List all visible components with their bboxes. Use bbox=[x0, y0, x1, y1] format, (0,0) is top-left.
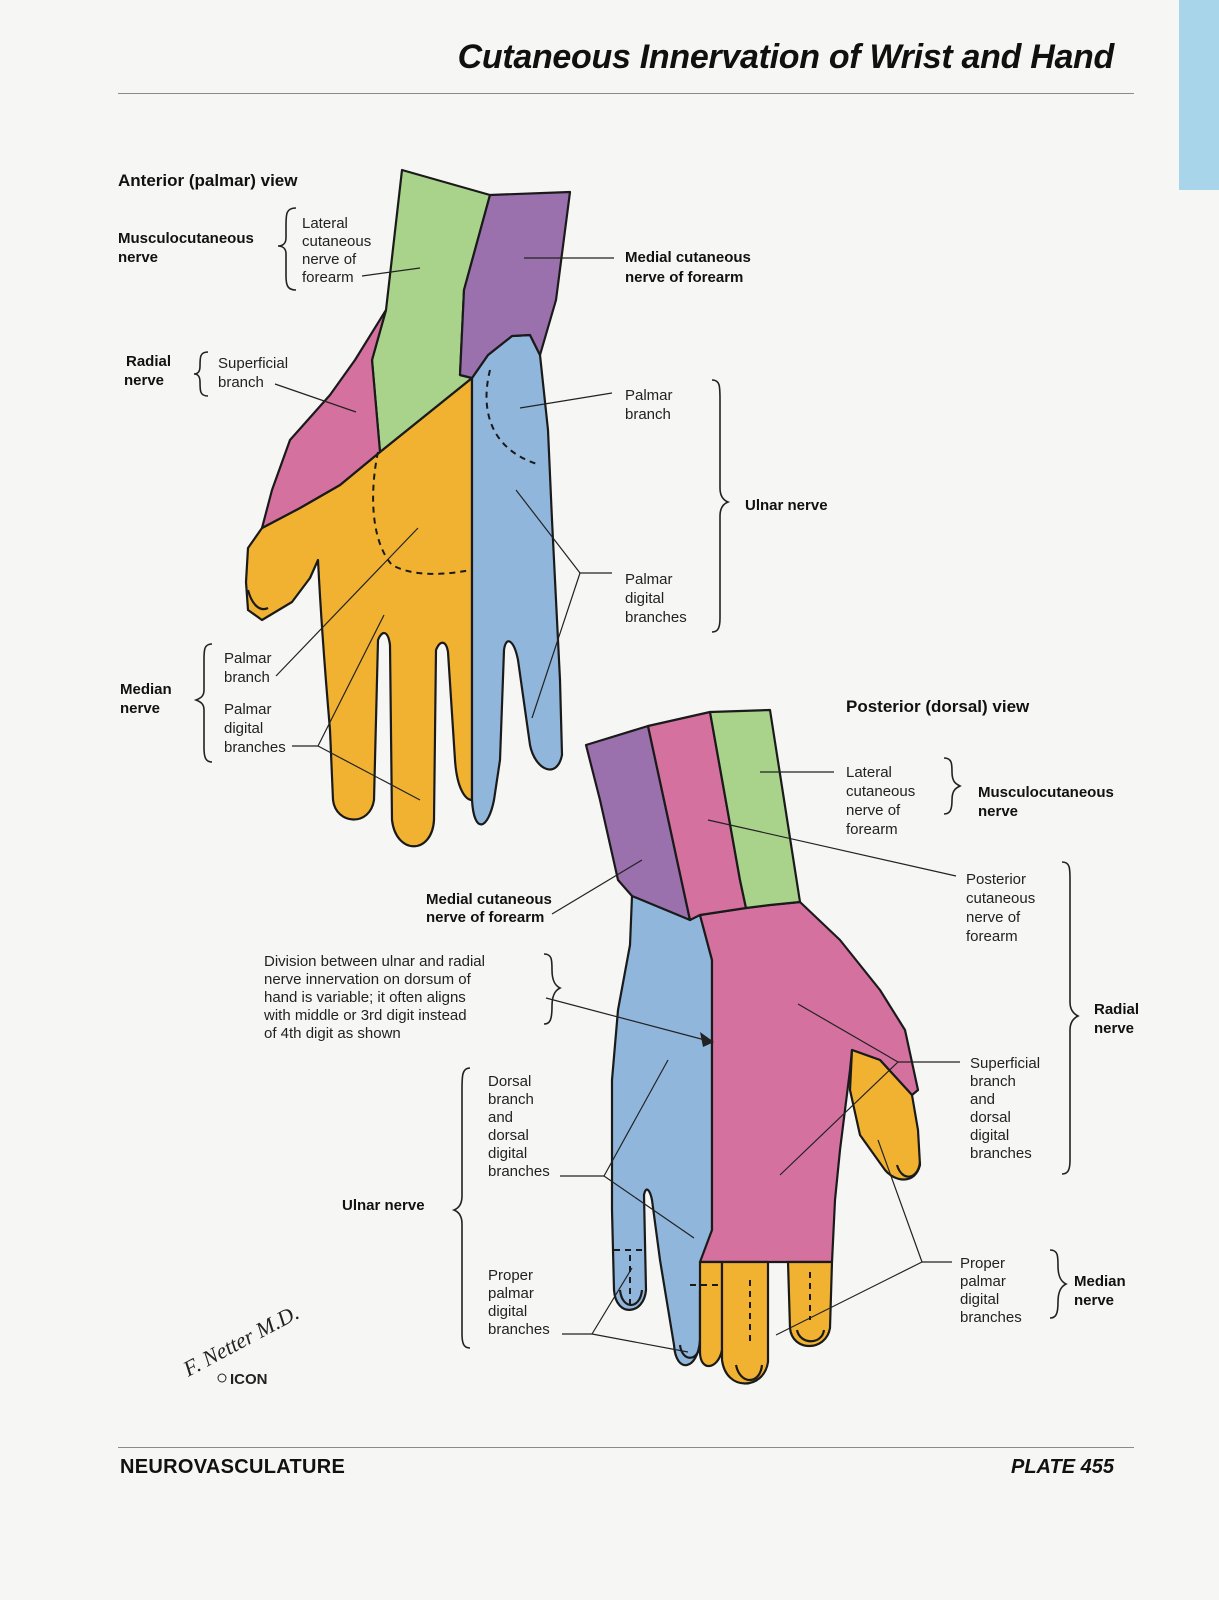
posterior-musculocutaneous-label-2: nerve bbox=[978, 803, 1018, 820]
logo-text: ICON bbox=[230, 1371, 268, 1388]
signature-text: F. Netter M.D. bbox=[178, 1299, 303, 1381]
posterior-superficial-1: Superficial bbox=[970, 1055, 1040, 1072]
header-rule bbox=[118, 93, 1134, 94]
anterior-ulnar-palmar-branch-2: branch bbox=[625, 406, 671, 423]
posterior-ulnar-nerve-label: Ulnar nerve bbox=[342, 1197, 425, 1214]
anterior-median-label-2: nerve bbox=[120, 700, 160, 717]
posterior-median-finger-2 bbox=[786, 1260, 834, 1348]
posterior-radial-label-1: Radial bbox=[1094, 1001, 1139, 1018]
posterior-dorsal-branch-4: dorsal bbox=[488, 1127, 529, 1144]
posterior-median-proper-1: Proper bbox=[960, 1255, 1005, 1272]
anterior-median-digital-1: Palmar bbox=[224, 701, 272, 718]
anterior-view-heading: Anterior (palmar) view bbox=[118, 171, 298, 190]
division-note-3: hand is variable; it often aligns bbox=[264, 989, 466, 1006]
posterior-cutaneous-3: nerve of bbox=[966, 909, 1021, 926]
posterior-ulnar-region bbox=[610, 894, 714, 1367]
anterior-median-region bbox=[244, 376, 474, 848]
footer-rule bbox=[118, 1447, 1134, 1448]
posterior-superficial-3: and bbox=[970, 1091, 995, 1108]
posterior-radial-label-2: nerve bbox=[1094, 1020, 1134, 1037]
plate-number: PLATE 455 bbox=[1011, 1456, 1114, 1478]
posterior-median-thumb bbox=[848, 1048, 922, 1181]
anterior-lateral-cutaneous-3: nerve of bbox=[302, 251, 357, 268]
anterior-medial-cutaneous-2: nerve of forearm bbox=[625, 269, 743, 286]
anterior-radial-label-2: nerve bbox=[124, 372, 164, 389]
posterior-hand bbox=[584, 708, 922, 1385]
leader-lines bbox=[274, 257, 960, 1353]
publisher-logo: ICON bbox=[217, 1371, 268, 1388]
posterior-ulnar-proper-2: palmar bbox=[488, 1285, 534, 1302]
posterior-median-proper-3: digital bbox=[960, 1291, 999, 1308]
posterior-superficial-6: branches bbox=[970, 1145, 1032, 1162]
posterior-cutaneous-2: cutaneous bbox=[966, 890, 1035, 907]
anterior-ulnar-palmar-branch-1: Palmar bbox=[625, 387, 673, 404]
posterior-ulnar-proper-4: branches bbox=[488, 1321, 550, 1338]
posterior-lateral-cutaneous-2: cutaneous bbox=[846, 783, 915, 800]
section-name: NEUROVASCULATURE bbox=[120, 1456, 346, 1478]
posterior-superficial-5: digital bbox=[970, 1127, 1009, 1144]
anterior-medial-cutaneous-region bbox=[458, 190, 572, 380]
posterior-median-finger-4 bbox=[698, 1260, 724, 1368]
anterior-lateral-cutaneous-1: Lateral bbox=[302, 215, 348, 232]
artist-signature: F. Netter M.D. bbox=[178, 1299, 303, 1381]
posterior-dorsal-branch-2: branch bbox=[488, 1091, 534, 1108]
anterior-lateral-cutaneous-2: cutaneous bbox=[302, 233, 371, 250]
posterior-median-proper-2: palmar bbox=[960, 1273, 1006, 1290]
anterior-median-digital-2: digital bbox=[224, 720, 263, 737]
anterior-hand bbox=[244, 168, 572, 848]
posterior-ulnar-proper-1: Proper bbox=[488, 1267, 533, 1284]
posterior-dorsal-branch-5: digital bbox=[488, 1145, 527, 1162]
posterior-median-label-1: Median bbox=[1074, 1273, 1126, 1290]
posterior-cutaneous-1: Posterior bbox=[966, 871, 1026, 888]
anterior-ulnar-digital-1: Palmar bbox=[625, 571, 673, 588]
posterior-musculocutaneous-label-1: Musculocutaneous bbox=[978, 784, 1114, 801]
posterior-dorsal-branch-6: branches bbox=[488, 1163, 550, 1180]
anterior-medial-cutaneous-1: Medial cutaneous bbox=[625, 249, 751, 266]
posterior-dorsal-branch-3: and bbox=[488, 1109, 513, 1126]
anterior-lateral-cutaneous-4: forearm bbox=[302, 269, 354, 286]
division-arrow-head bbox=[700, 1032, 714, 1047]
posterior-cutaneous-4: forearm bbox=[966, 928, 1018, 945]
anterior-median-palmar-branch-2: branch bbox=[224, 669, 270, 686]
division-note-4: with middle or 3rd digit instead bbox=[263, 1007, 467, 1024]
anterior-median-label-1: Median bbox=[120, 681, 172, 698]
posterior-medial-cutaneous-1: Medial cutaneous bbox=[426, 891, 552, 908]
anterior-superficial-branch-2: branch bbox=[218, 374, 264, 391]
posterior-ulnar-proper-3: digital bbox=[488, 1303, 527, 1320]
anterior-median-palmar-branch-1: Palmar bbox=[224, 650, 272, 667]
posterior-median-proper-4: branches bbox=[960, 1309, 1022, 1326]
posterior-lateral-cutaneous-4: forearm bbox=[846, 821, 898, 838]
posterior-superficial-2: branch bbox=[970, 1073, 1016, 1090]
anterior-median-digital-3: branches bbox=[224, 739, 286, 756]
posterior-median-finger-3 bbox=[720, 1260, 770, 1385]
division-note-2: nerve innervation on dorsum of bbox=[264, 971, 472, 988]
posterior-superficial-4: dorsal bbox=[970, 1109, 1011, 1126]
posterior-musculocutaneous-region bbox=[708, 708, 802, 910]
anterior-radial-region bbox=[260, 308, 388, 530]
page-title: Cutaneous Innervation of Wrist and Hand bbox=[457, 38, 1115, 76]
posterior-lateral-cutaneous-1: Lateral bbox=[846, 764, 892, 781]
posterior-lateral-cutaneous-3: nerve of bbox=[846, 802, 901, 819]
anterior-ulnar-nerve-label: Ulnar nerve bbox=[745, 497, 828, 514]
posterior-medial-cutaneous-2: nerve of forearm bbox=[426, 909, 544, 926]
anterior-musculocutaneous-label-1: Musculocutaneous bbox=[118, 230, 254, 247]
edge-color-tab bbox=[1179, 0, 1219, 190]
posterior-view-heading: Posterior (dorsal) view bbox=[846, 697, 1030, 716]
posterior-dorsal-branch-1: Dorsal bbox=[488, 1073, 531, 1090]
division-note-5: of 4th digit as shown bbox=[264, 1025, 401, 1042]
anterior-radial-label-1: Radial bbox=[126, 353, 171, 370]
braces bbox=[193, 207, 1080, 1349]
anterior-musculocutaneous-label-2: nerve bbox=[118, 249, 158, 266]
anterior-ulnar-digital-2: digital bbox=[625, 590, 664, 607]
anterior-ulnar-digital-3: branches bbox=[625, 609, 687, 626]
division-note-1: Division between ulnar and radial bbox=[264, 953, 485, 970]
posterior-median-label-2: nerve bbox=[1074, 1292, 1114, 1309]
anterior-ulnar-region bbox=[470, 333, 564, 826]
anterior-superficial-branch-1: Superficial bbox=[218, 355, 288, 372]
